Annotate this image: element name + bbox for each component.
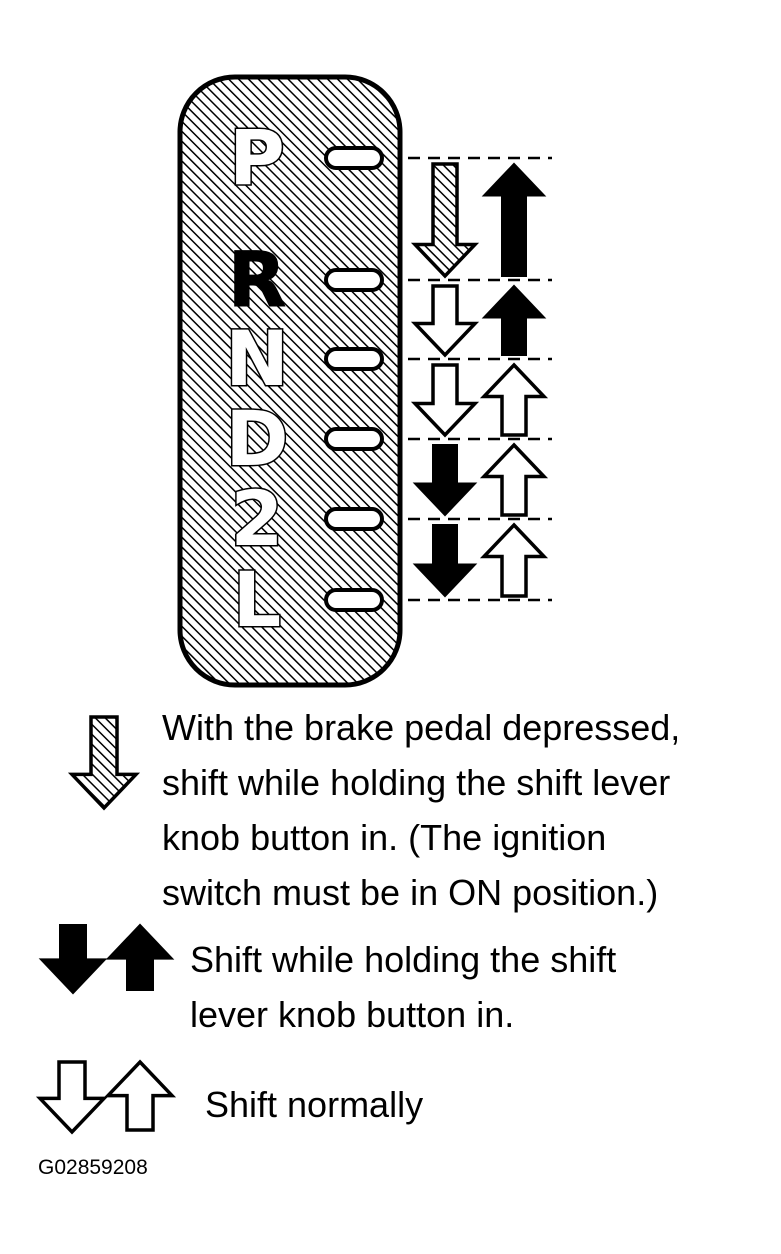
legend-solid-line: lever knob button in. (190, 994, 515, 1035)
legend-outline-line: Shift normally (205, 1084, 424, 1125)
shift-arrows (410, 162, 549, 598)
detent-slot-2 (324, 507, 384, 531)
outline-down-arrow-icon (35, 1060, 109, 1135)
solid-down-arrow-icon (38, 924, 108, 995)
outline-down-arrow-icon (410, 284, 480, 358)
legend-hatched-line: shift while holding the shift lever (162, 762, 671, 803)
detent-slot-n (324, 347, 384, 371)
hatched-down-arrow-icon (67, 715, 141, 811)
outline-up-arrow-icon (103, 1059, 177, 1132)
legend-hatched-text: With the brake pedal depressed, shift wh… (162, 700, 680, 920)
outline-up-arrow-icon (479, 522, 549, 598)
solid-up-arrow-icon (481, 284, 547, 356)
outline-up-arrow-icon (479, 362, 549, 437)
legend-outline-text: Shift normally (205, 1077, 423, 1132)
detent-slot-d (324, 427, 384, 451)
legend-solid-text: Shift while holding the shift lever knob… (190, 932, 616, 1042)
legend-hatched-line: switch must be in ON position.) (162, 872, 659, 913)
detent-slot-p (324, 146, 384, 170)
gear-letter-2: 2 (231, 474, 284, 563)
gear-letter-l: L (233, 555, 281, 644)
solid-down-arrow-icon (412, 524, 478, 598)
detent-slot-r (324, 268, 384, 292)
gear-letter-r: R (228, 235, 287, 324)
gear-letter-n: N (225, 314, 289, 403)
hatched-down-arrow-icon (410, 162, 480, 279)
shift-gate (177, 74, 403, 688)
legend-icons (35, 715, 177, 1135)
position-guide-lines (408, 156, 552, 602)
solid-down-arrow-icon (412, 444, 478, 517)
figure-id: G02859208 (38, 1156, 148, 1179)
legend-hatched-line: knob button in. (The ignition (162, 817, 607, 858)
legend-solid-line: Shift while holding the shift (190, 939, 617, 980)
legend-hatched-line: With the brake pedal depressed, (162, 707, 681, 748)
outline-down-arrow-icon (410, 363, 480, 438)
gear-letter-d: D (225, 394, 288, 483)
detent-slot-l (324, 588, 384, 612)
solid-up-arrow-icon (105, 923, 175, 991)
gear-letter-p: P (229, 113, 285, 202)
outline-up-arrow-icon (479, 442, 549, 517)
detent-slots (324, 146, 384, 612)
solid-up-arrow-icon (481, 162, 547, 277)
